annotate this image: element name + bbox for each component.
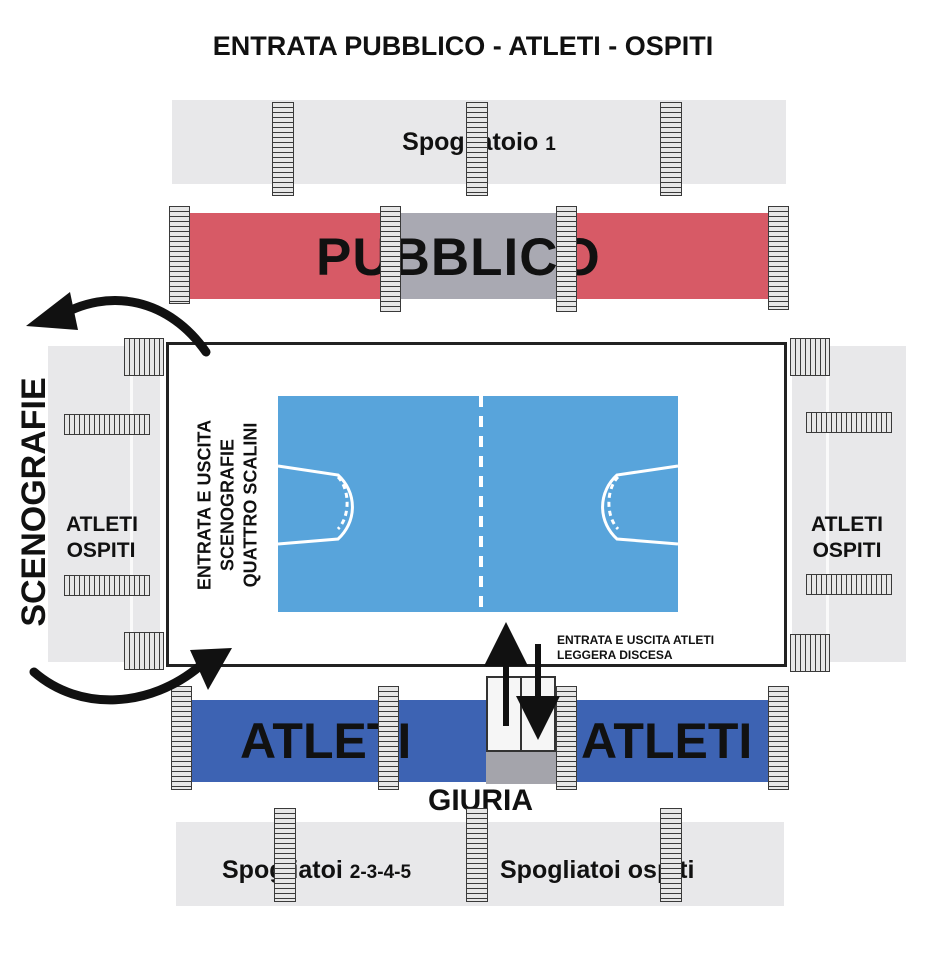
athletes-entry-note-line1: ENTRATA E USCITA ATLETI bbox=[557, 633, 715, 647]
right-guest-label-line2: OSPITI bbox=[812, 539, 882, 562]
stairs-athletes-3 bbox=[556, 686, 577, 790]
stairs-top-center bbox=[466, 102, 488, 196]
stairs-left-mid1 bbox=[64, 414, 150, 435]
stairs-public-4 bbox=[768, 206, 789, 310]
stairs-athletes-4 bbox=[768, 686, 789, 790]
athletes-stand-right-label: ATLETI bbox=[581, 713, 753, 769]
stairs-bottom-center bbox=[466, 808, 488, 902]
public-stand-center bbox=[380, 213, 556, 299]
left-guest-label-line1: ATLETI bbox=[66, 513, 138, 536]
right-guest-area-divider bbox=[826, 346, 829, 662]
right-guest-area bbox=[792, 346, 906, 662]
court-surface bbox=[278, 396, 678, 612]
public-stand-left bbox=[190, 213, 380, 299]
stairs-public-3 bbox=[556, 206, 577, 312]
bottom-locker-left-numbers: 2-3-4-5 bbox=[349, 862, 412, 883]
scenography-entry-arrow bbox=[29, 661, 205, 705]
top-locker-room-number: 1 bbox=[545, 134, 556, 155]
left-guest-label: ATLETI OSPITI bbox=[66, 512, 138, 564]
left-key-arc bbox=[277, 464, 354, 546]
public-stand-right bbox=[576, 213, 768, 299]
scenography-entry-arrow-head bbox=[190, 648, 232, 690]
stairs-public-2 bbox=[380, 206, 401, 312]
right-key-inner-arc bbox=[607, 475, 620, 531]
scenography-exit-arrow bbox=[51, 296, 211, 357]
stairs-public-1 bbox=[169, 206, 190, 304]
jury-area bbox=[486, 752, 556, 784]
athletes-exit-arrow-head bbox=[484, 622, 528, 666]
right-guest-label-line1: ATLETI bbox=[811, 513, 883, 536]
stairs-bottom-left bbox=[274, 808, 296, 902]
stairs-right-mid1 bbox=[806, 412, 892, 433]
stairs-right-mid2 bbox=[806, 574, 892, 595]
athletes-tunnel-divider bbox=[520, 676, 522, 752]
stairs-top-right bbox=[660, 102, 682, 196]
right-key-arc bbox=[601, 464, 679, 546]
scenography-exit-arrow-head bbox=[26, 292, 78, 330]
stairs-top-left bbox=[272, 102, 294, 196]
stairs-athletes-1 bbox=[171, 686, 192, 790]
stairs-right-top bbox=[790, 338, 830, 376]
stairs-left-bottom bbox=[124, 632, 164, 670]
stairs-right-bottom bbox=[790, 634, 830, 672]
left-guest-label-line2: OSPITI bbox=[66, 539, 136, 562]
stairs-left-mid2 bbox=[64, 575, 150, 596]
left-key-inner-arc bbox=[336, 475, 349, 531]
stairs-left-top bbox=[124, 338, 164, 376]
public-stand-label: PUBBLICO bbox=[316, 228, 601, 287]
stairs-bottom-right bbox=[660, 808, 682, 902]
athletes-stand-right bbox=[556, 700, 770, 782]
left-guest-area-divider bbox=[130, 346, 133, 662]
athletes-stand-left bbox=[192, 700, 486, 782]
athletes-entry-note: ENTRATA E USCITA ATLETI LEGGERA DISCESA bbox=[557, 633, 714, 663]
right-guest-label: ATLETI OSPITI bbox=[802, 512, 892, 564]
athletes-entry-note-line2: LEGGERA DISCESA bbox=[557, 648, 673, 662]
header-title: ENTRATA PUBBLICO - ATLETI - OSPITI bbox=[212, 31, 714, 61]
left-guest-area bbox=[48, 346, 160, 662]
stairs-athletes-2 bbox=[378, 686, 399, 790]
athletes-entry-arrow-head bbox=[516, 696, 560, 740]
